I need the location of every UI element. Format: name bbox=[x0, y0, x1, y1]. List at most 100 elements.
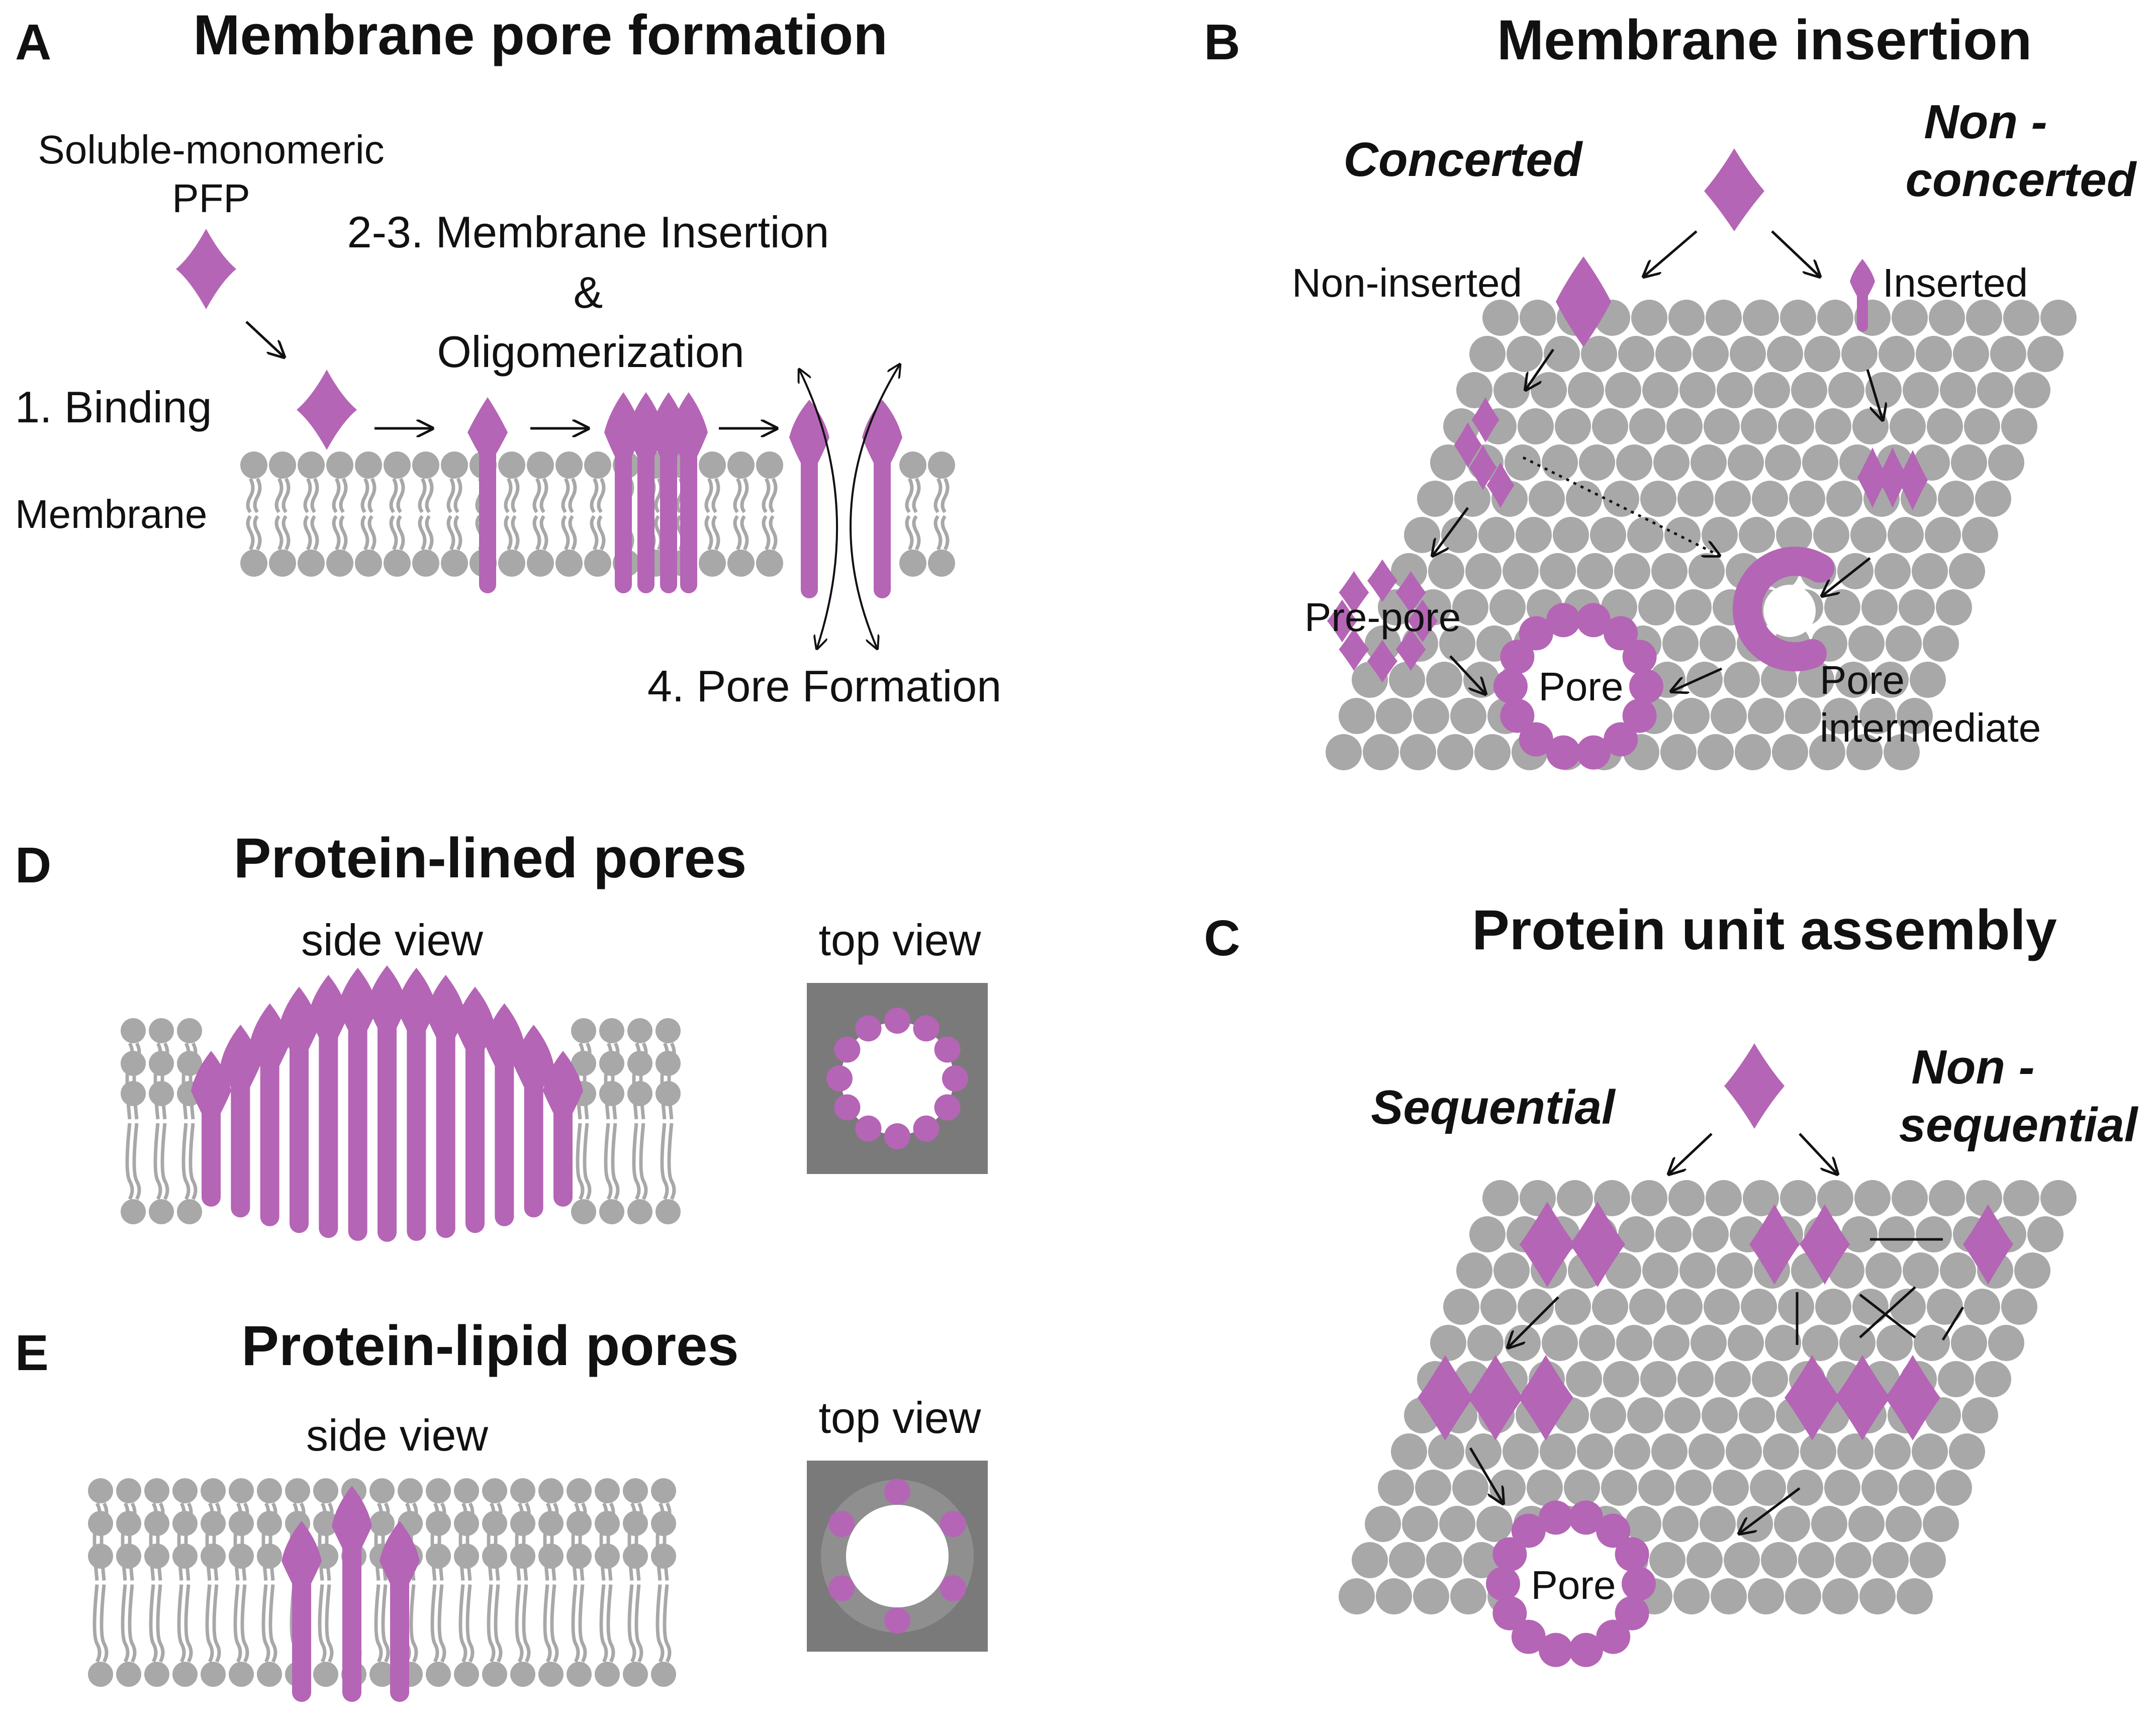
lipid-headgroup bbox=[1666, 408, 1703, 444]
lipid-headgroup bbox=[1776, 517, 1812, 553]
sequential-trimer bbox=[1418, 1355, 1573, 1440]
lipid-head bbox=[201, 1478, 226, 1503]
prepore-ring bbox=[1327, 559, 1438, 683]
lipid-head bbox=[116, 1662, 141, 1687]
arrow-to-partial-ring bbox=[1526, 348, 1555, 390]
pore-subunit-c bbox=[1622, 1567, 1656, 1601]
binding-step-label: 1. Binding bbox=[15, 382, 212, 432]
lipid-headgroup bbox=[1467, 1325, 1504, 1361]
lipid-headgroup bbox=[1579, 1325, 1615, 1361]
lipid-headgroup bbox=[1951, 444, 1987, 481]
lipid-head bbox=[571, 1018, 596, 1043]
lipid-headgroup bbox=[1912, 1433, 1948, 1470]
lipid-head bbox=[655, 1081, 681, 1106]
lipid-headgroup bbox=[1640, 481, 1676, 517]
insertion-step-label-line2: & bbox=[574, 267, 603, 317]
lipid-head bbox=[229, 1478, 254, 1503]
pore-subunit-b bbox=[1604, 722, 1638, 757]
lipid-headgroup bbox=[2003, 300, 2039, 336]
top-view-lipid-pore-protein bbox=[940, 1511, 966, 1537]
lipid-headgroup bbox=[1813, 517, 1849, 553]
lipid-headgroup bbox=[1809, 734, 1845, 770]
lipid-headgroup bbox=[1824, 1470, 1860, 1506]
lipid-headgroup bbox=[1553, 517, 1589, 553]
lipid-tail bbox=[912, 478, 921, 513]
top-view-pore-subunit bbox=[884, 1123, 910, 1149]
lipid-tail bbox=[583, 1123, 592, 1200]
lipid-tail bbox=[325, 1584, 334, 1663]
lipid-head bbox=[240, 550, 267, 577]
lipid-headgroup bbox=[1841, 1216, 1878, 1252]
protein-lipid-pore-side bbox=[282, 1486, 420, 1702]
lipid-headgroup bbox=[1531, 372, 1567, 408]
lipid-headgroup bbox=[1706, 1180, 1742, 1216]
lipid-head bbox=[384, 452, 411, 479]
lipid-headgroup bbox=[1899, 1470, 1935, 1506]
lipid-headgroup bbox=[1662, 1506, 1699, 1542]
lipid-headgroup bbox=[1668, 300, 1705, 336]
lipid-headgroup bbox=[1413, 698, 1449, 734]
lipid-headgroup bbox=[1417, 481, 1453, 517]
top-view-pore-subunit bbox=[834, 1094, 861, 1121]
lipid-tail bbox=[310, 515, 319, 551]
lipid-headgroup bbox=[1493, 372, 1530, 408]
lipid-headgroup bbox=[1651, 1433, 1688, 1470]
lipid-head bbox=[584, 452, 611, 479]
lipid-tail bbox=[576, 1123, 585, 1200]
lipid-headgroup bbox=[1566, 481, 1602, 517]
lipid-headgroup bbox=[1542, 1325, 1578, 1361]
lipid-headgroup bbox=[1892, 1180, 1928, 1216]
arrow-to-binding bbox=[245, 321, 284, 357]
lipid-tail bbox=[246, 478, 255, 513]
lipid-tail bbox=[367, 478, 377, 513]
lipid-headgroup bbox=[1675, 589, 1712, 625]
lipid-headgroup bbox=[1655, 1216, 1692, 1252]
insertion-step-label-line3: Oligomerization bbox=[437, 327, 744, 377]
lipid-tail bbox=[446, 515, 455, 551]
inserted-monomer bbox=[467, 397, 508, 593]
lipid-headgroup bbox=[1452, 589, 1488, 625]
lipid-headgroup bbox=[1540, 1433, 1576, 1470]
lipid-tail bbox=[453, 478, 462, 513]
lipid-headgroup bbox=[1841, 336, 1878, 372]
lipid-headgroup bbox=[1493, 1252, 1530, 1289]
lipid-headgroup bbox=[1897, 1578, 1933, 1614]
lipid-tail bbox=[655, 1584, 665, 1663]
lipid-headgroup bbox=[1927, 1289, 1963, 1325]
lipid-headgroup bbox=[1689, 553, 1725, 589]
lipid-headgroup bbox=[1811, 1506, 1847, 1542]
pore-lumen-c bbox=[1506, 1518, 1636, 1649]
lipid-headgroup bbox=[1463, 662, 1499, 698]
lipid-tail bbox=[274, 515, 284, 551]
panel-e-title: Protein-lipid pores bbox=[241, 1314, 738, 1377]
soluble-pfp-label-line1: Soluble-monomeric bbox=[38, 127, 384, 172]
lipid-headgroup bbox=[1439, 625, 1475, 662]
lipid-headgroup bbox=[2001, 1289, 2037, 1325]
lipid-headgroup bbox=[1601, 1470, 1637, 1506]
lipid-head bbox=[538, 1544, 564, 1569]
lipid-headgroup bbox=[1879, 1216, 1915, 1252]
lipid-tail bbox=[396, 478, 405, 513]
lipid-head bbox=[177, 1051, 202, 1076]
pore-protein-stalk bbox=[524, 1060, 543, 1218]
lipid-tail bbox=[360, 515, 369, 551]
lipid-headgroup bbox=[1929, 300, 1965, 336]
lipid-headgroup bbox=[1925, 517, 1961, 553]
lipid-headgroup bbox=[1802, 444, 1838, 481]
pore-protein-stalk bbox=[495, 1038, 514, 1226]
prepore-subunit bbox=[1339, 571, 1369, 614]
pore-protein-stalk bbox=[465, 1022, 485, 1233]
lipid-tail bbox=[660, 1123, 669, 1200]
lipid-headgroup bbox=[1743, 1180, 1779, 1216]
lipid-head bbox=[412, 550, 439, 577]
inserted-oligomer-subunit bbox=[1878, 447, 1908, 508]
lipid-tail bbox=[418, 515, 427, 551]
protein-lined-pore-side bbox=[191, 965, 583, 1242]
lipid-head bbox=[727, 452, 755, 479]
lipid-head bbox=[538, 1478, 564, 1503]
lipid-headgroup bbox=[1936, 589, 1972, 625]
lipid-headgroup bbox=[1627, 1397, 1663, 1433]
lipid-head bbox=[398, 1478, 423, 1503]
lipid-headgroup bbox=[1859, 1578, 1896, 1614]
lipid-headgroup bbox=[2040, 1180, 2077, 1216]
